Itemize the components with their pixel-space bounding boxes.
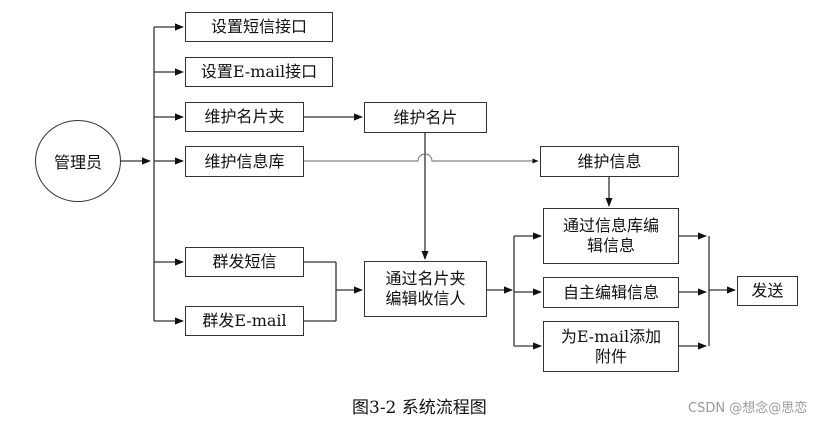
watermark: CSDN @想念@思恋 (688, 401, 808, 416)
node-group-email: 群发E-mail (185, 306, 304, 336)
node-select-recipient: 通过名片夹编辑收信人 (364, 261, 487, 317)
node-group-sms: 群发短信 (185, 247, 304, 277)
figure-caption: 图3-2 系统流程图 (352, 398, 487, 418)
node-maintain-info-db: 维护信息库 (185, 146, 304, 177)
node-add-attachment: 为E-mail添加附件 (543, 321, 679, 372)
node-maintain-info: 维护信息 (540, 146, 679, 177)
node-send: 发送 (737, 276, 798, 306)
node-maintain-card-folder: 维护名片夹 (185, 102, 304, 132)
node-maintain-card: 维护名片 (364, 102, 487, 133)
node-edit-via-db: 通过信息库编辑信息 (543, 208, 679, 264)
node-sms-interface: 设置短信接口 (185, 12, 333, 42)
node-admin: 管理员 (35, 120, 121, 202)
edge-infodb-info (304, 153, 539, 164)
node-email-interface: 设置E-mail接口 (185, 57, 333, 87)
node-edit-self: 自主编辑信息 (543, 277, 679, 308)
